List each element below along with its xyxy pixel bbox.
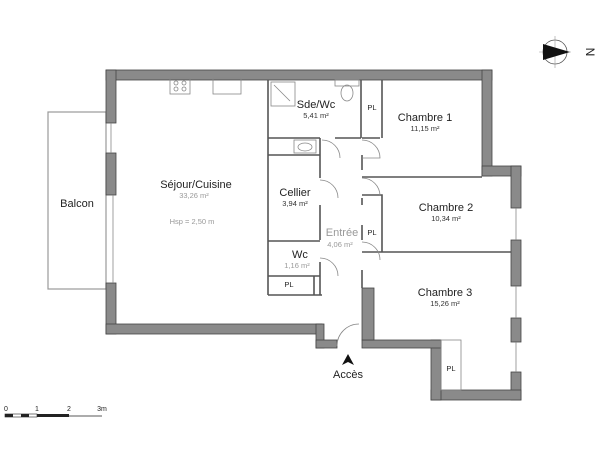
room-height-sejour: Hsp = 2,50 m — [170, 217, 215, 226]
room-name-balcon: Balcon — [60, 198, 94, 210]
access-arrow-icon — [342, 354, 354, 365]
room-area-entree: 4,06 m² — [327, 240, 353, 249]
room-area-sejour: 33,26 m² — [179, 191, 209, 200]
room-area-cellier: 3,94 m² — [282, 199, 308, 208]
room-area-wc: 1,16 m² — [284, 261, 310, 270]
scale-tick-label: 1 — [35, 406, 39, 413]
closet-label: PL — [367, 103, 376, 112]
exterior-walls — [105, 69, 522, 401]
room-area-sdewc: 5,41 m² — [303, 111, 329, 120]
room-name-sejour: Séjour/Cuisine — [160, 179, 232, 191]
scale-tick-label: 0 — [4, 406, 8, 413]
closet-label: PL — [367, 228, 376, 237]
room-name-cellier: Cellier — [279, 187, 311, 199]
room-area-chambre1: 11,15 m² — [410, 124, 440, 133]
access-label: Accès — [333, 369, 363, 381]
closet-label: PL — [446, 364, 455, 373]
scale-tick-label: 3m — [97, 406, 107, 413]
closet-outline — [440, 339, 462, 391]
room-area-chambre2: 10,34 m² — [431, 214, 461, 223]
room-name-sdewc: Sde/Wc — [297, 99, 336, 111]
compass-north-label: N — [583, 48, 597, 57]
room-name-entree: Entrée — [326, 227, 358, 239]
room-area-chambre3: 15,26 m² — [430, 299, 460, 308]
room-name-chambre2: Chambre 2 — [419, 202, 473, 214]
balcony-outline — [47, 111, 107, 290]
room-name-chambre1: Chambre 1 — [398, 112, 452, 124]
room-name-wc: Wc — [292, 249, 308, 261]
windows — [110, 110, 517, 372]
scale-tick-label: 2 — [67, 406, 71, 413]
room-name-chambre3: Chambre 3 — [418, 287, 472, 299]
doors — [319, 139, 381, 347]
interior-walls — [169, 77, 511, 296]
compass-icon — [539, 36, 571, 68]
closet-label: PL — [284, 280, 293, 289]
scale-bar — [4, 413, 102, 418]
